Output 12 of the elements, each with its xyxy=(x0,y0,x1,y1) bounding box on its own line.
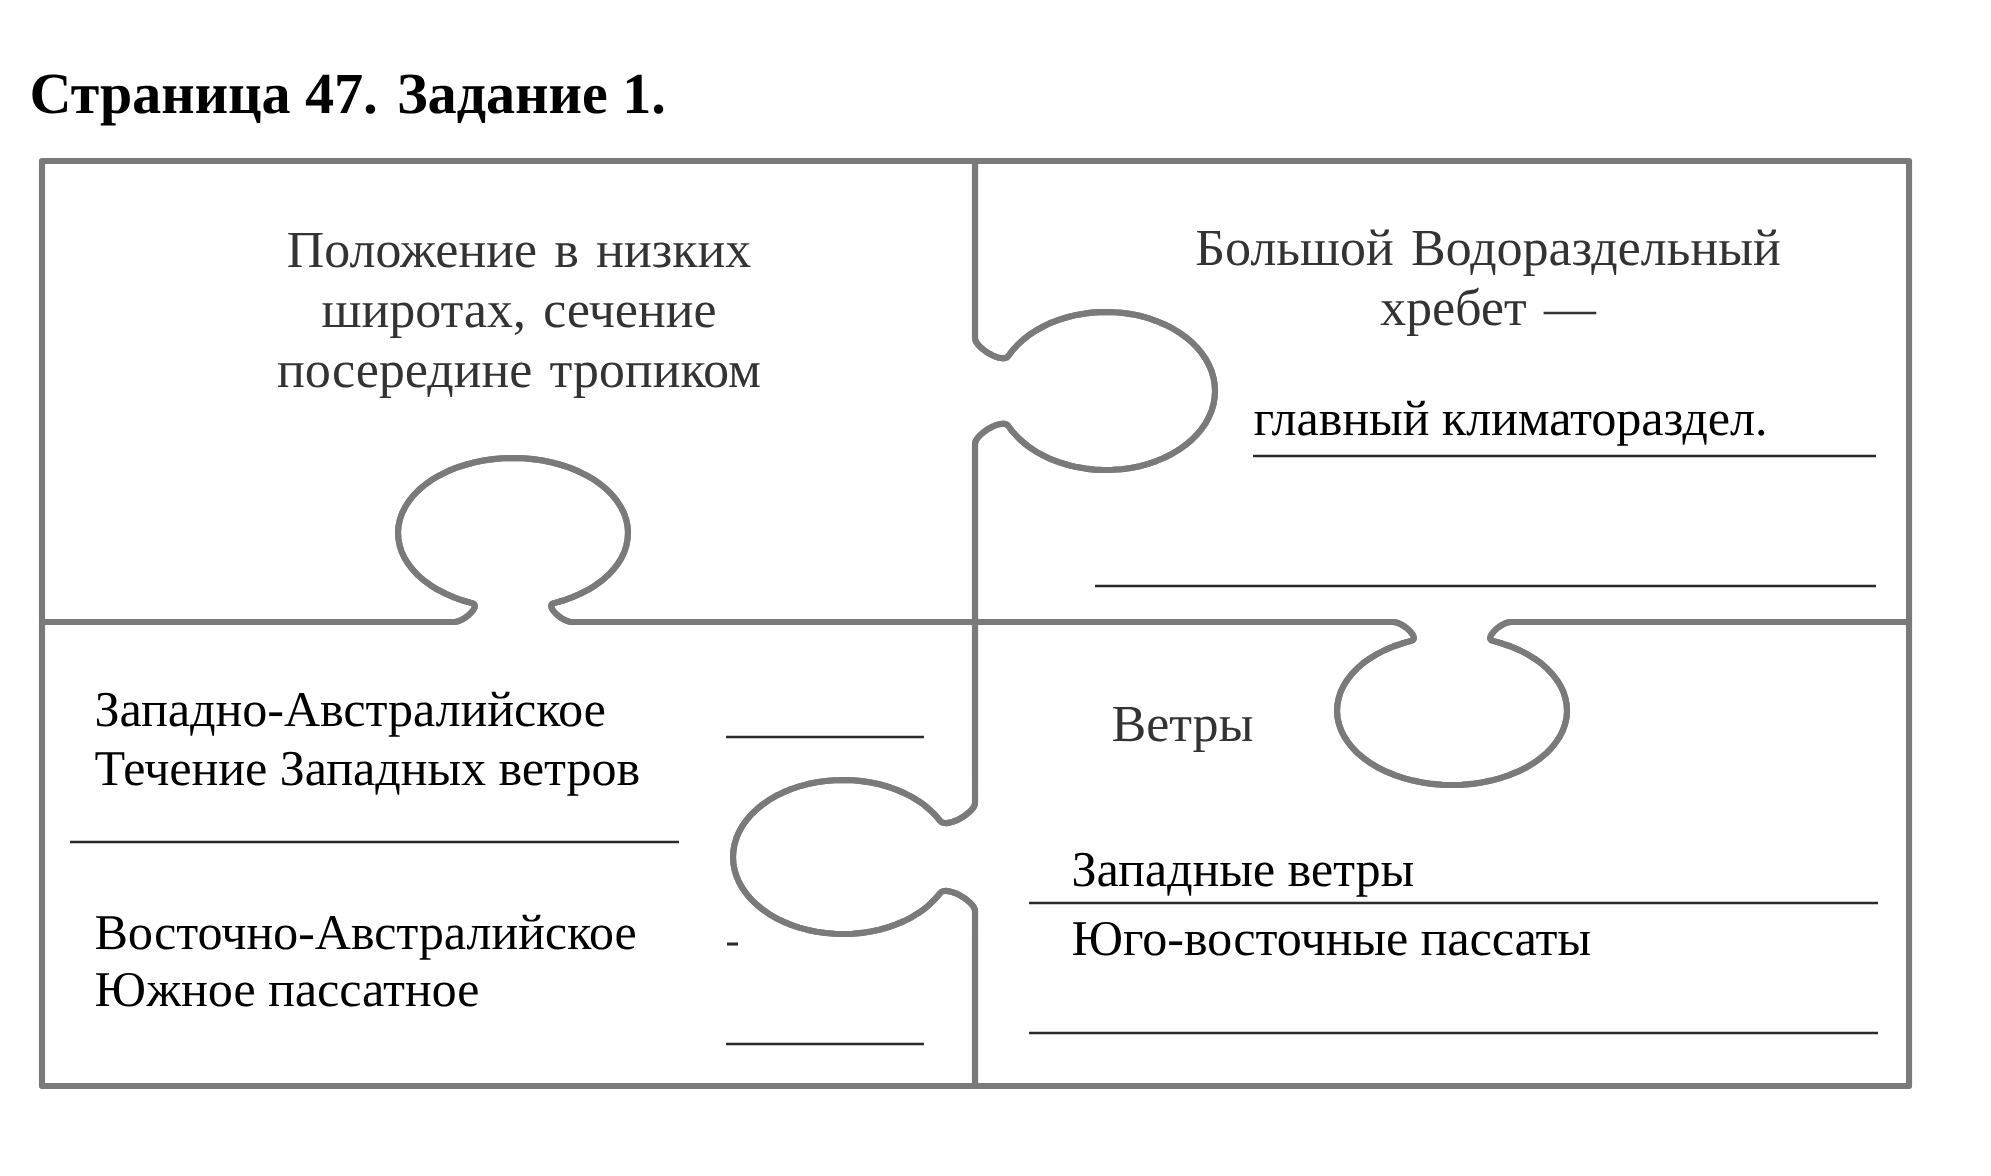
answer-text: Течение Западных ветров xyxy=(95,751,639,796)
answer-text: Восточно-Австралийское xyxy=(96,914,635,960)
puzzle-piece xyxy=(729,618,1913,1090)
printed-text: Ветры xyxy=(1113,707,1253,753)
answer-text: главный климатораздел. xyxy=(1254,400,1765,446)
answer-text: Юго-восточные пассаты xyxy=(1073,921,1590,956)
printed-text: Положение в низких широтах, сечение посередине тропиком xyxy=(278,233,760,399)
printed-text: Большой Водораздельный хребет — xyxy=(1196,229,1780,337)
answer-text: Южное пассатное xyxy=(96,972,478,1007)
answer-text: Западные ветры xyxy=(1073,852,1413,897)
answer-text: Западно-Австралийское xyxy=(96,691,605,737)
title: Страница 47. Задание 1. xyxy=(32,74,664,126)
